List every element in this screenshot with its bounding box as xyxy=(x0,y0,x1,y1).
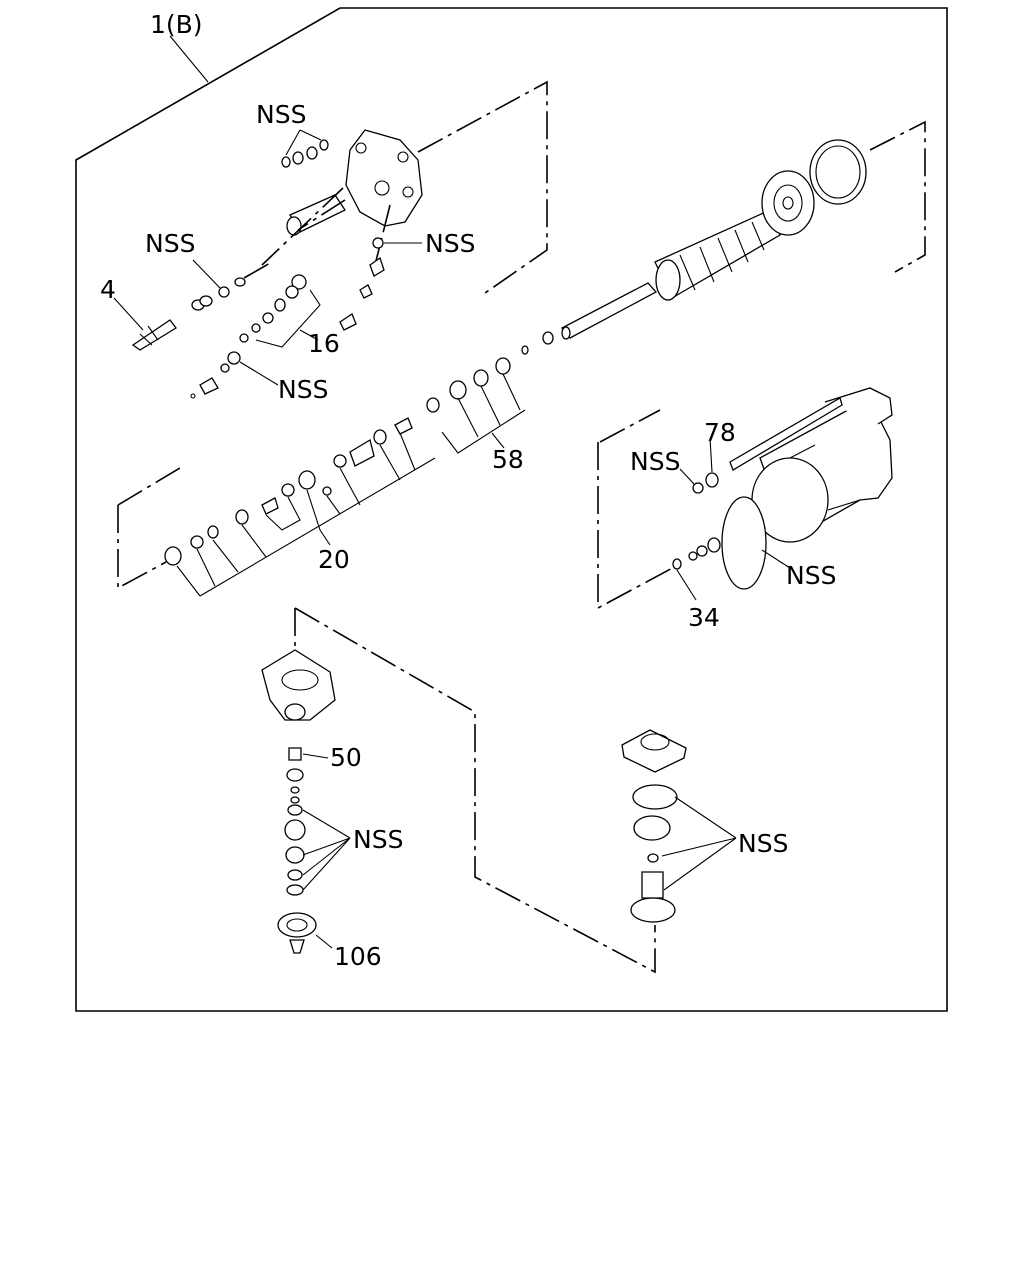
valve-chain-group: NSS xyxy=(339,229,475,331)
callout-nss-valve-left: NSS xyxy=(353,825,403,854)
callout-nss-mid: NSS xyxy=(278,375,328,404)
callout-nss-top: NSS xyxy=(256,100,306,129)
relief-valve-left-group: 50 NSS 106 xyxy=(261,607,656,974)
callout-34: 34 xyxy=(688,603,720,632)
valve-housing-group: NSS xyxy=(256,80,548,294)
power-cylinder-group: 78 NSS 34 NSS xyxy=(597,387,893,632)
callout-50: 50 xyxy=(330,743,362,772)
relief-valve-right-group: NSS xyxy=(621,729,788,923)
callout-16: 16 xyxy=(308,329,340,358)
callout-nss-right-upper: NSS xyxy=(425,229,475,258)
callout-78: 78 xyxy=(704,418,736,447)
piston-rod-group xyxy=(297,120,926,355)
callout-nss-cylinder-seal: NSS xyxy=(630,447,680,476)
item-16-group: 16 NSS xyxy=(190,274,340,404)
assembly-label: 1(B) xyxy=(150,10,203,39)
item-20-group: 20 xyxy=(117,417,436,597)
assembly-frame xyxy=(75,7,948,1012)
callout-nss-cylinder-ring: NSS xyxy=(786,561,836,590)
left-pin-group: 4 NSS xyxy=(100,229,273,351)
callout-106: 106 xyxy=(334,942,382,971)
valve-housing xyxy=(345,129,423,227)
assembly-label-leader xyxy=(169,35,209,83)
callout-4: 4 xyxy=(100,275,116,304)
item-58-group: 58 xyxy=(426,357,526,474)
callout-nss-valve-right: NSS xyxy=(738,829,788,858)
callout-nss-left: NSS xyxy=(145,229,195,258)
callout-20: 20 xyxy=(318,545,350,574)
callout-58: 58 xyxy=(492,445,524,474)
